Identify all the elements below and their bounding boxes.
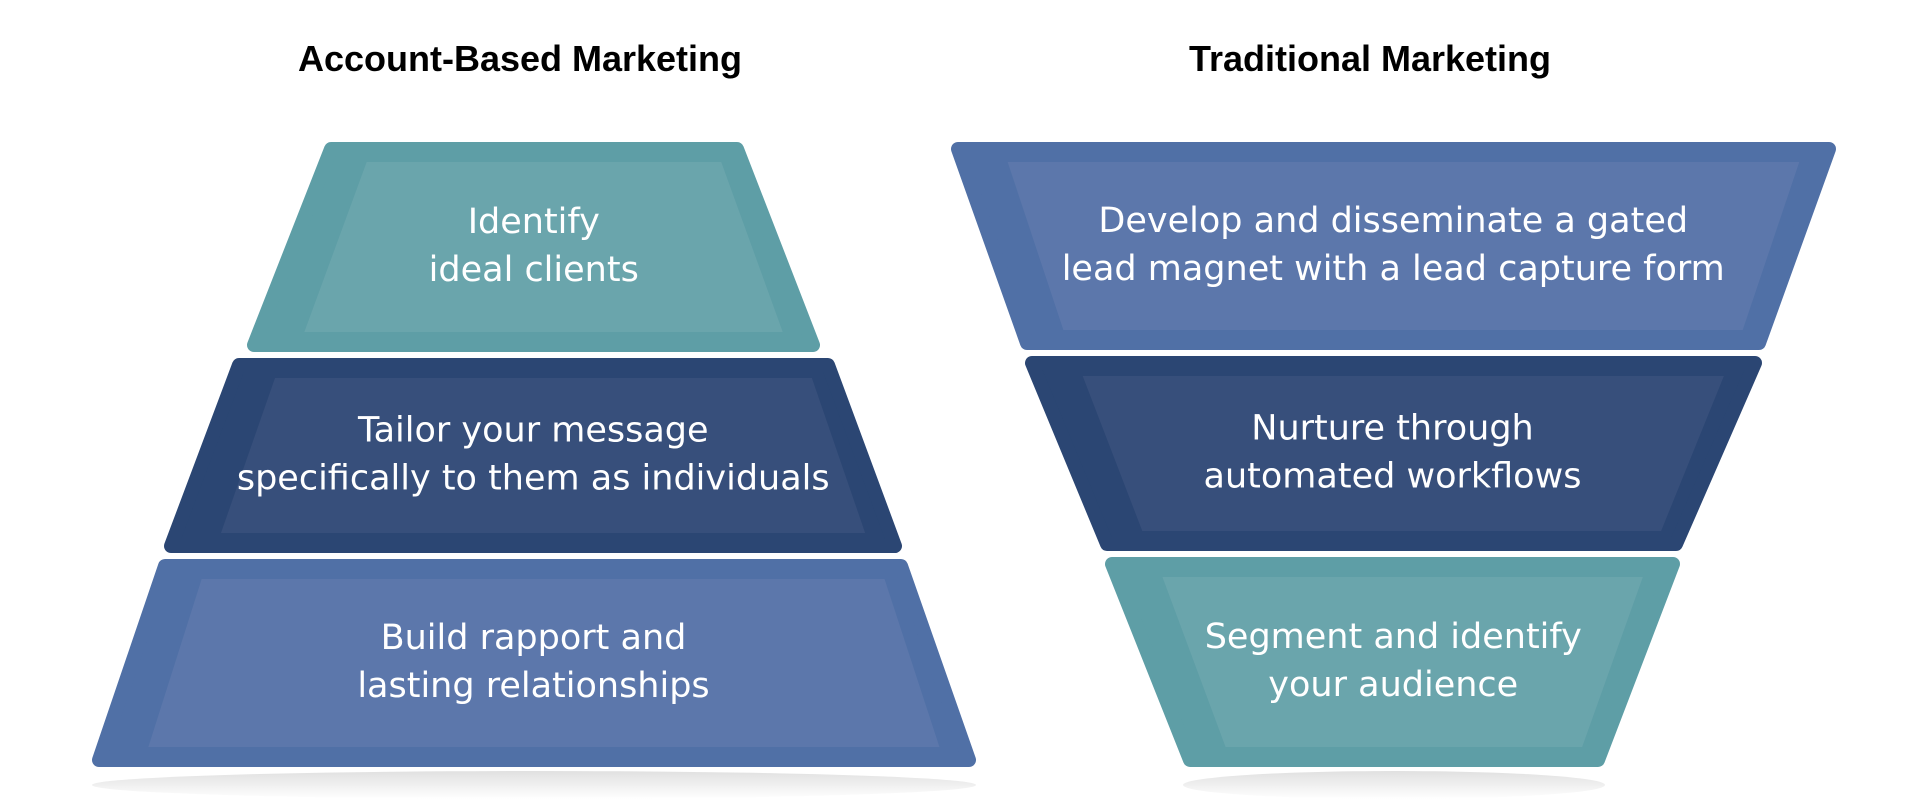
stage-inner-panel (148, 579, 940, 747)
shape-shadow (1183, 771, 1605, 799)
stage-label-line: Develop and disseminate a gated (1098, 201, 1688, 241)
stage-label-line: lasting relationships (357, 666, 709, 706)
stage-shape (247, 142, 820, 352)
stage-inner-panel (1162, 577, 1643, 747)
stage-label-line: Segment and identify (1205, 617, 1582, 657)
stage-label-line: your audience (1268, 665, 1518, 705)
shape-shadow (92, 771, 976, 799)
stage-shape (1025, 356, 1762, 551)
stage-shape (951, 142, 1836, 350)
stage-shape (92, 559, 976, 767)
stage-inner-panel (220, 378, 866, 533)
stage-label-line: lead magnet with a lead capture form (1062, 249, 1725, 289)
abm-title: Account-Based Marketing (297, 38, 743, 79)
stage-inner-panel (1082, 376, 1724, 531)
traditional-title: Traditional Marketing (1188, 38, 1552, 79)
stage-shape (1105, 557, 1680, 767)
stage-shape (164, 358, 902, 553)
right-stage-1: Develop and disseminate a gated lead magn… (951, 142, 1836, 350)
right-stage-3: Segment and identify your audience (1105, 557, 1680, 767)
right-stage-2: Nurture through automated workflows (1025, 356, 1762, 551)
traditional-funnel: Develop and disseminate a gated lead magn… (951, 142, 1836, 799)
stage-inner-panel (1007, 162, 1800, 330)
stage-label-line: automated workflows (1204, 457, 1582, 497)
left-stage-1: Identify ideal clients (247, 142, 820, 352)
stage-label-line: ideal clients (429, 250, 639, 290)
left-stage-2: Tailor your message specifically to them … (164, 358, 902, 553)
stage-label-line: Nurture through (1251, 409, 1533, 449)
stage-label-line: Identify (468, 202, 600, 242)
stage-label-line: specifically to them as individuals (237, 459, 830, 499)
left-stage-3: Build rapport and lasting relationships (92, 559, 976, 767)
stage-label-line: Build rapport and (381, 618, 687, 658)
stage-inner-panel (304, 162, 783, 332)
stage-label-line: Tailor your message (357, 411, 709, 451)
